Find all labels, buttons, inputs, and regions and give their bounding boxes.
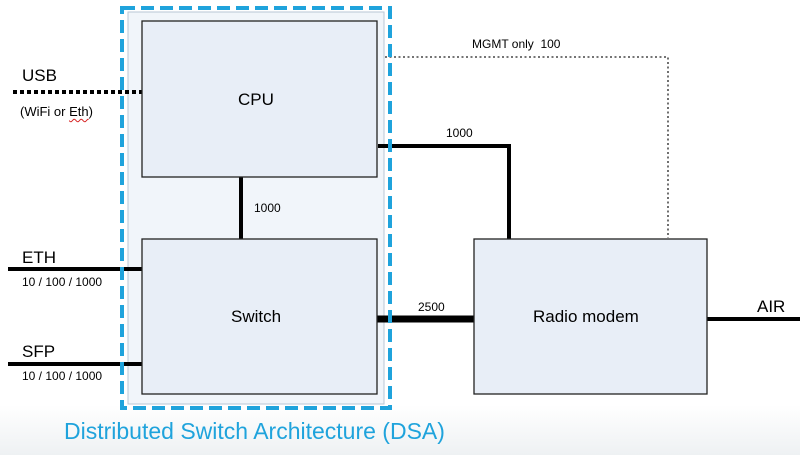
sfp-port-speeds: 10 / 100 / 1000 (22, 369, 103, 383)
switch-radio-speed-label: 2500 (418, 300, 445, 314)
air-port-label: AIR (757, 297, 786, 316)
sfp-port-label: SFP (22, 342, 56, 361)
cpu-block (141, 20, 378, 178)
cpu-switch-speed-label: 1000 (254, 201, 281, 215)
usb-detail-eth: Eth (69, 104, 89, 119)
mgmt-link-label: MGMT only 100 (472, 37, 561, 51)
diagram-caption: Distributed Switch Architecture (DSA) (64, 418, 445, 444)
cpu-label: CPU (238, 90, 274, 109)
usb-detail-suffix: ) (88, 104, 93, 119)
usb-port-label: USB (22, 66, 57, 85)
eth-port-speeds: 10 / 100 / 1000 (22, 275, 103, 289)
dsa-boundary (120, 6, 392, 410)
usb-detail-prefix: (WiFi or (20, 104, 70, 119)
usb-port-detail: (WiFi or Eth) (20, 105, 93, 118)
radio-modem-block (473, 238, 708, 395)
switch-label: Switch (231, 307, 282, 326)
footer-band (0, 405, 800, 455)
cpu-radio-link (378, 144, 511, 240)
eth-port-label: ETH (22, 248, 56, 267)
radio-modem-label: Radio modem (533, 307, 639, 326)
switch-block (141, 238, 378, 395)
cpu-radio-speed-label: 1000 (446, 126, 473, 140)
